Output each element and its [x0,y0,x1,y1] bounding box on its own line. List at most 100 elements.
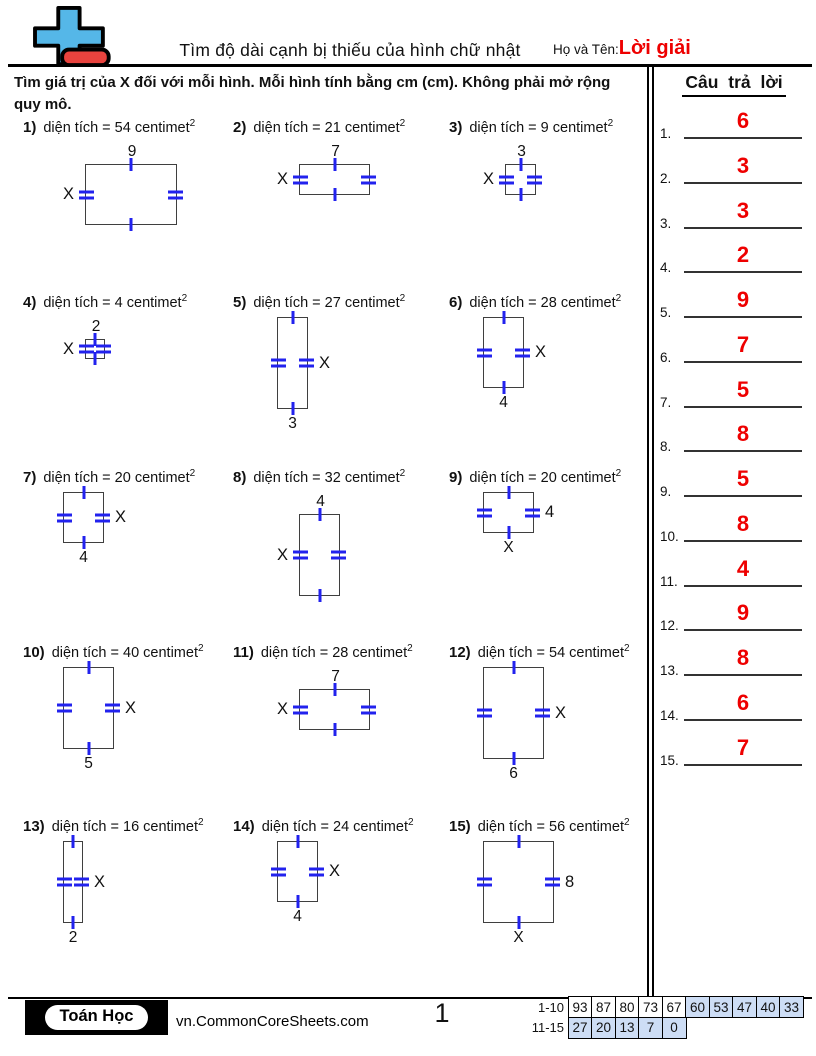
unknown-x-label: X [555,703,567,722]
double-tick-right-icon [525,508,540,517]
answer-number: 13. [660,663,679,678]
unit-exponent: 2 [615,293,622,304]
double-tick-right-icon [95,513,110,522]
page-title: Tìm độ dài cạnh bị thiếu của hình chữ nh… [179,40,521,60]
side-length-label: 4 [545,503,555,521]
single-tick-bottom-icon [519,188,523,201]
answer-row: 7.5 [652,374,812,410]
answer-value: 3 [736,152,750,178]
answer-blank-line: 6 [684,107,802,139]
figure-mid-row: X [271,835,340,908]
rectangle [293,683,377,736]
figure-mid-row: X [63,333,112,365]
double-tick-left-icon [499,175,515,184]
single-tick-bottom-icon [333,723,337,736]
double-tick-right-icon [74,877,89,887]
answer-number: 3. [660,215,672,231]
figure-mid-row: X [271,311,331,415]
score-cell: 93 [567,996,593,1018]
problem-header: 12)diện tích = 54 centimet2 [449,643,645,661]
problem-header: 14)diện tích = 24 centimet2 [233,817,439,835]
single-tick-top-icon [333,158,337,171]
problem-area-text: diện tích = 32 centimet2 [253,468,406,486]
double-tick-right-icon [299,358,314,368]
answer-blank-line: 6 [684,689,802,721]
single-tick-bottom-icon [517,916,520,929]
unit-exponent: 2 [623,817,630,828]
answer-row: 3.3 [652,195,812,231]
answer-row: 9.5 [652,463,812,499]
single-tick-top-icon [333,683,337,696]
side-length-label: 4 [499,394,508,411]
problem-number: 4) [23,293,37,311]
site-link[interactable]: vn.CommonCoreSheets.com [176,1013,369,1030]
problem-area-text: diện tích = 21 centimet2 [253,118,406,136]
answer-row: 14.6 [652,687,812,723]
single-tick-bottom-icon [93,352,97,365]
double-tick-right-icon [545,877,560,887]
problem-header: 5)diện tích = 27 centimet2 [233,293,439,311]
problem-area-text: diện tích = 56 centimet2 [477,817,630,835]
unknown-x-label: X [503,539,514,556]
figure-mid-row: X [57,486,126,549]
problem-number: 8) [233,468,247,486]
name-label: Họ và Tên: [553,42,619,57]
single-tick-top-icon [517,835,520,848]
unknown-x-label: X [63,339,75,358]
figure-mid-row: X [57,835,105,929]
side-length-label: 6 [509,765,518,782]
unit-exponent: 2 [197,643,204,654]
unknown-x-label: X [483,170,495,188]
answer-value: 8 [736,421,750,447]
double-tick-right-icon [331,550,347,560]
answer-value: 9 [736,600,750,626]
subject-badge-label: Toán Học [44,1005,149,1030]
answer-value: 8 [736,645,750,670]
problem-number: 1) [23,118,37,136]
single-tick-top-icon [507,486,510,499]
double-tick-right-icon [527,175,543,184]
page-number: 1 [434,998,450,1028]
rectangle [271,311,314,415]
answer-row: 10.8 [652,508,812,544]
answer-blank-line: 5 [684,376,802,408]
answer-value: 6 [736,689,750,715]
answer-number: 1. [660,126,672,141]
score-cell: 80 [614,996,640,1018]
single-tick-top-icon [512,661,515,674]
double-tick-right-icon [361,175,377,184]
answer-row: 13.8 [652,642,812,678]
problem-number: 2) [233,118,247,136]
problem-area-text: diện tích = 54 centimet2 [477,643,630,661]
answer-blank-line: 9 [684,599,802,632]
double-tick-right-icon [361,705,377,714]
score-cell: 60 [685,996,710,1018]
single-tick-top-icon [82,486,85,499]
unknown-x-label: X [319,353,331,372]
unknown-x-label: X [535,343,547,361]
answer-number: 2. [660,170,672,186]
problem-area-text: diện tích = 28 centimet2 [469,293,622,311]
answer-value: 5 [736,466,750,491]
unknown-x-label: X [277,545,289,564]
unit-exponent: 2 [189,468,196,479]
side-length-label: 7 [331,143,340,160]
score-cell: 40 [755,996,781,1018]
double-tick-left-icon [79,344,95,354]
score-cell: 53 [708,996,734,1018]
score-cell: 20 [591,1016,616,1039]
rectangle [57,661,120,755]
answer-value: 5 [736,376,750,402]
single-tick-bottom-icon [71,916,75,929]
